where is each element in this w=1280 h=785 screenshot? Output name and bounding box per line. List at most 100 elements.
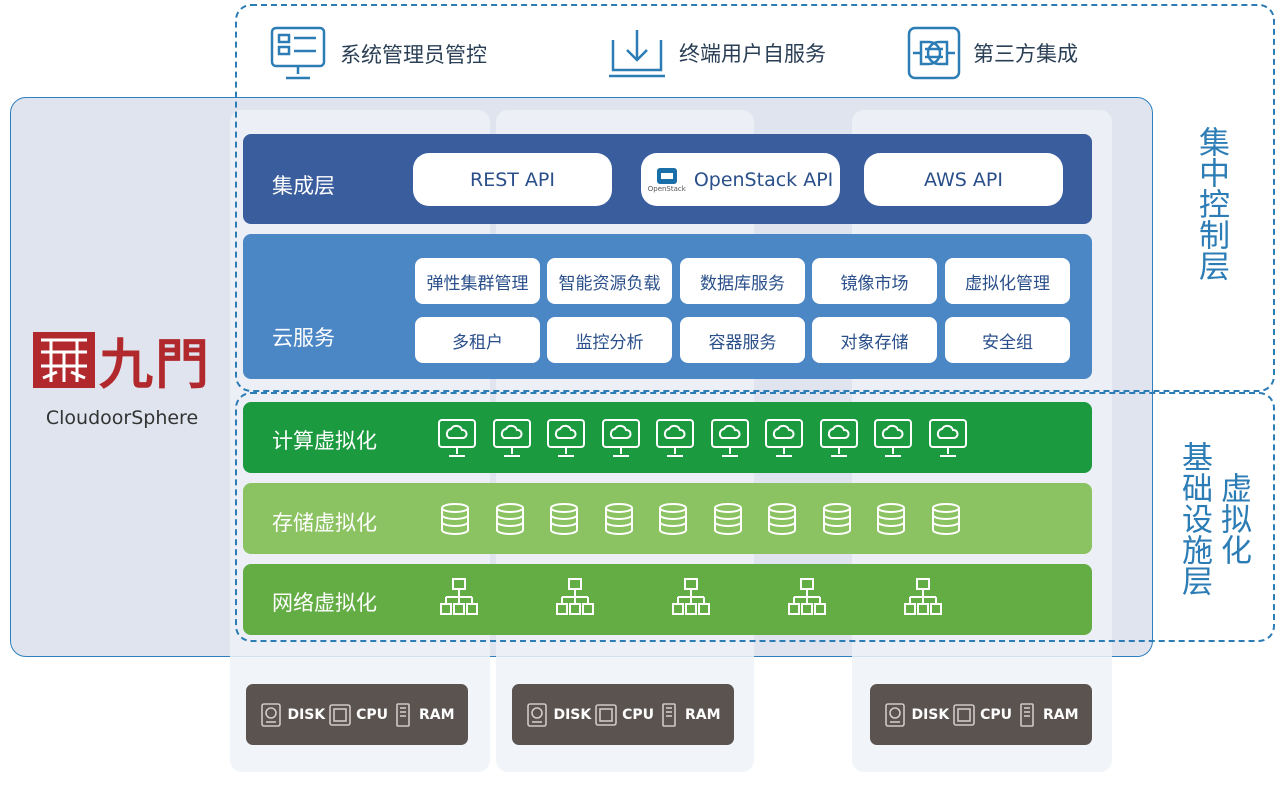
brand-logo: 九門 CloudoorSphere xyxy=(32,320,212,429)
service-object-storage[interactable]: 对象存储 xyxy=(812,317,937,363)
service-label: 虚拟化管理 xyxy=(965,273,1050,294)
service-image-market[interactable]: 镜像市场 xyxy=(812,258,937,304)
service-label: 镜像市场 xyxy=(840,273,909,294)
cloud-monitor-icon xyxy=(656,419,694,457)
network-topology-icon xyxy=(788,578,826,615)
hardware-disk: DISK xyxy=(525,702,591,728)
rest-api-button[interactable]: REST API xyxy=(413,153,612,206)
cloud-monitor-icon xyxy=(765,419,803,457)
service-label: 安全组 xyxy=(982,332,1033,353)
portal-self-service[interactable]: 终端用户自服务 xyxy=(607,26,826,80)
portal-admin-label: 系统管理员管控 xyxy=(340,43,487,67)
brand-name-cn: 九門 xyxy=(99,333,211,396)
cloud-monitor-icon xyxy=(819,419,858,457)
hardware-label: RAM xyxy=(1042,706,1079,723)
hardware-label: CPU xyxy=(622,706,655,723)
hardware-ram: RAM xyxy=(1015,702,1079,728)
compute-icon-row xyxy=(437,418,997,460)
portal-third-party-label: 第三方集成 xyxy=(973,42,1078,66)
service-label: 弹性集群管理 xyxy=(426,273,529,294)
network-topology-icon xyxy=(556,578,594,615)
hardware-ram: RAM xyxy=(391,702,455,728)
aws-api-button[interactable]: AWS API xyxy=(864,153,1063,206)
disk-icon xyxy=(527,702,548,727)
hardware-label: DISK xyxy=(553,706,592,723)
service-virtualization-mgmt[interactable]: 虚拟化管理 xyxy=(945,258,1070,304)
hardware-label: RAM xyxy=(418,706,455,723)
service-label: 对象存储 xyxy=(840,332,909,353)
infra-side-label-layer: 基础设施层 xyxy=(1176,440,1212,596)
admin-console-icon xyxy=(270,26,328,82)
control-layer-side-label: 集中控制层 xyxy=(1193,125,1229,281)
storage-icon-row xyxy=(439,502,999,538)
hardware-label: CPU xyxy=(980,706,1013,723)
cloud-monitor-icon xyxy=(710,419,749,457)
network-virtualization-layer xyxy=(243,564,1092,635)
aws-api-label: AWS API xyxy=(924,168,1003,191)
database-icon xyxy=(441,503,469,535)
openstack-api-button[interactable]: OpenStack OpenStack API xyxy=(641,153,840,206)
portal-admin[interactable]: 系统管理员管控 xyxy=(270,26,487,82)
cloud-monitor-icon xyxy=(601,419,640,457)
network-topology-icon xyxy=(440,578,478,615)
hardware-node-3: DISK CPU RAM xyxy=(870,684,1092,745)
plug-connector-icon xyxy=(907,26,961,80)
service-security-group[interactable]: 安全组 xyxy=(945,317,1070,363)
compute-virtualization-label: 计算虚拟化 xyxy=(272,429,377,453)
infra-side-label-virtualization: 虚拟化 xyxy=(1215,471,1251,565)
service-multi-tenant[interactable]: 多租户 xyxy=(415,317,540,363)
cpu-icon xyxy=(953,703,975,726)
infra-layer-region xyxy=(235,392,1275,642)
openstack-api-label: OpenStack API xyxy=(693,168,834,191)
service-label: 多租户 xyxy=(452,332,503,353)
database-icon xyxy=(931,503,960,535)
database-icon xyxy=(495,503,524,535)
service-database[interactable]: 数据库服务 xyxy=(680,258,805,304)
service-label: 监控分析 xyxy=(575,332,644,353)
disk-icon xyxy=(261,702,282,727)
database-icon xyxy=(877,503,905,535)
service-label: 智能资源负载 xyxy=(558,273,661,294)
database-icon xyxy=(713,503,742,535)
service-monitoring[interactable]: 监控分析 xyxy=(547,317,672,363)
database-icon xyxy=(659,503,687,535)
cloud-monitor-icon xyxy=(492,419,531,457)
cloud-monitor-icon xyxy=(547,419,585,457)
storage-virtualization-label: 存储虚拟化 xyxy=(272,511,377,535)
database-icon xyxy=(604,503,633,535)
ram-icon xyxy=(396,702,410,727)
service-elastic-cluster[interactable]: 弹性集群管理 xyxy=(415,258,540,304)
openstack-logo-icon: OpenStack xyxy=(648,167,686,193)
network-virtualization-label: 网络虚拟化 xyxy=(272,591,377,615)
service-smart-load[interactable]: 智能资源负载 xyxy=(547,258,672,304)
hardware-cpu: CPU xyxy=(594,702,654,728)
hardware-label: RAM xyxy=(684,706,721,723)
hardware-label: DISK xyxy=(287,706,326,723)
hardware-node-2: DISK CPU RAM xyxy=(512,684,734,745)
cloud-services-label: 云服务 xyxy=(272,326,335,350)
cpu-icon xyxy=(329,703,351,726)
disk-icon xyxy=(885,702,906,727)
service-container[interactable]: 容器服务 xyxy=(680,317,805,363)
brand-emblem-icon xyxy=(33,331,95,388)
hardware-disk: DISK xyxy=(883,702,949,728)
hardware-cpu: CPU xyxy=(952,702,1012,728)
cloud-monitor-icon xyxy=(874,419,912,457)
hardware-ram: RAM xyxy=(657,702,721,728)
brand-name-en: CloudoorSphere xyxy=(45,407,199,429)
download-tray-icon xyxy=(607,26,667,80)
service-label: 数据库服务 xyxy=(700,273,785,294)
cloud-monitor-icon xyxy=(438,419,476,457)
hardware-node-1: DISK CPU RAM xyxy=(246,684,468,745)
rest-api-label: REST API xyxy=(470,168,555,191)
control-layer-region xyxy=(235,4,1275,392)
ram-icon xyxy=(1020,702,1034,727)
network-icon-row xyxy=(440,577,960,617)
database-icon xyxy=(768,503,796,535)
portal-self-service-label: 终端用户自服务 xyxy=(679,42,826,66)
hardware-label: DISK xyxy=(911,706,950,723)
portal-third-party[interactable]: 第三方集成 xyxy=(907,26,1078,80)
openstack-logo-text: OpenStack xyxy=(647,184,686,193)
hardware-label: CPU xyxy=(356,706,389,723)
ram-icon xyxy=(662,702,676,727)
